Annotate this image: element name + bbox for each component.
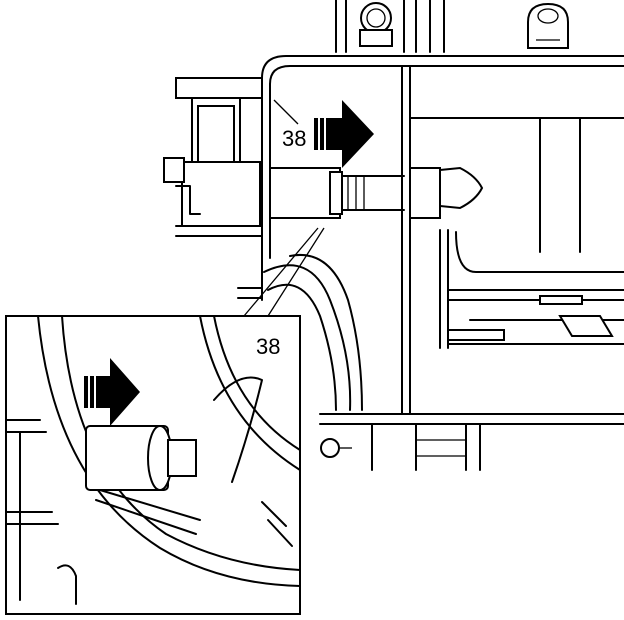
internal-components (409, 117, 624, 345)
connector-assembly (269, 166, 484, 349)
detail-inset: 38 (5, 315, 301, 615)
callout-label-main: 38 (282, 126, 306, 151)
direction-arrow-right-icon (314, 100, 374, 168)
top-fixture (335, 0, 569, 53)
main-view: 38 (163, 0, 624, 471)
zoom-lines (243, 227, 325, 317)
direction-arrow-right-icon (84, 358, 140, 426)
left-bracket (163, 77, 263, 299)
leader-line-main (273, 99, 299, 125)
callout-label-detail: 38 (256, 334, 280, 359)
